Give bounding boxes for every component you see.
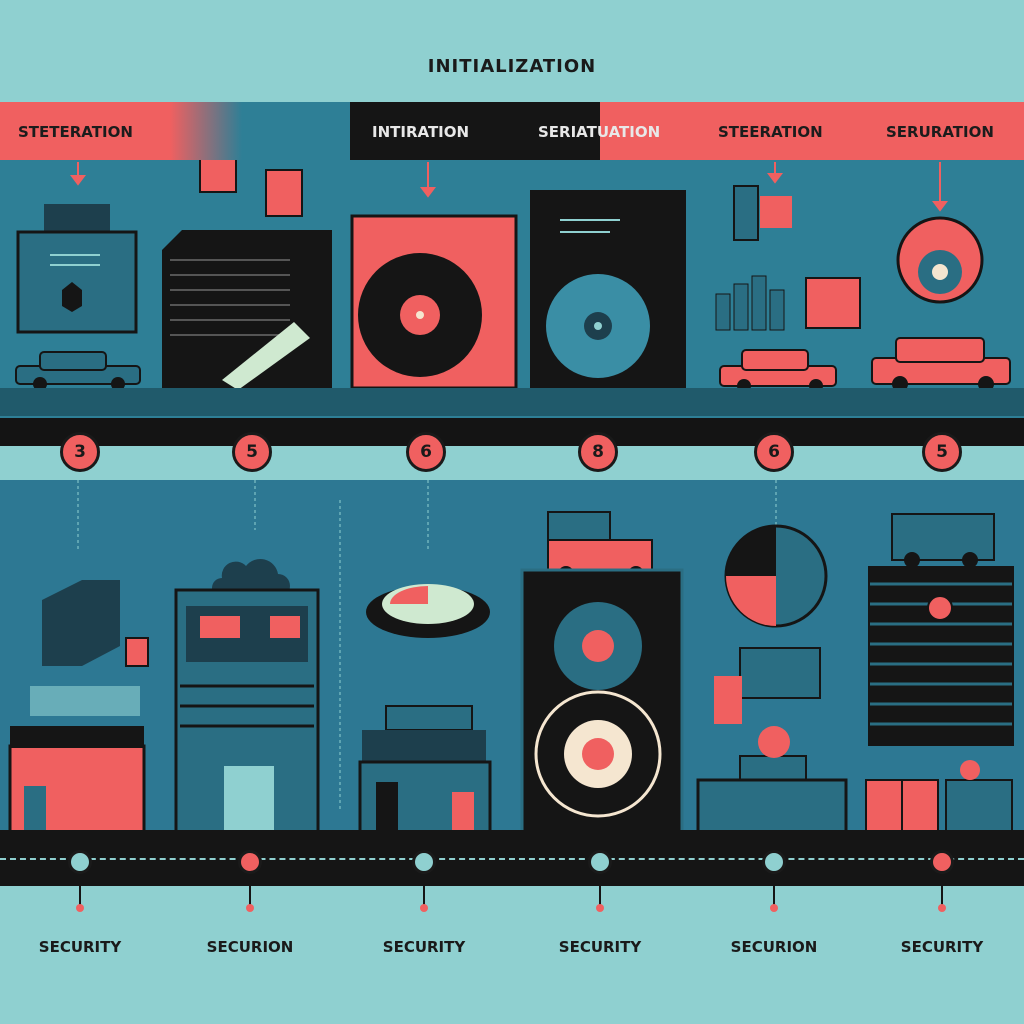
vinyl-record-icon [350, 214, 518, 390]
cylinder-stack-icon [868, 566, 1014, 746]
car-icon-2 [719, 349, 837, 390]
stage-1-header: STETERATION [18, 123, 133, 141]
stage-3-header: INTIRATION [372, 123, 470, 141]
stage-6-header: SERURATION [886, 123, 994, 141]
pin-icon-1 [68, 850, 92, 874]
bottom-band [0, 480, 1024, 830]
hard-drive-icon [162, 230, 332, 390]
pin-stems [76, 876, 946, 912]
pin-icon-5 [762, 850, 786, 874]
step-badge-2: 5 [232, 432, 272, 472]
truck-icon-3 [891, 513, 995, 568]
bottom-illustrations [8, 480, 1014, 830]
truck-icon-2 [714, 647, 821, 724]
header-segment-4 [600, 102, 1024, 160]
server-rack-icon [174, 588, 320, 830]
turntable-icon [520, 568, 684, 830]
top-band-divider [0, 88, 1024, 102]
pie-chart-icon [724, 524, 828, 628]
middle-rail [0, 418, 1024, 446]
cabinet-row-icon [865, 760, 1013, 830]
pin-icon-6 [930, 850, 954, 874]
stage-6-footer: SECURITY [900, 938, 984, 956]
jar-icons [199, 160, 303, 217]
gear-icon [896, 216, 984, 304]
stage-3-footer: SECURITY [382, 938, 466, 956]
terminal-stack-icon [358, 705, 492, 830]
cloud-icon [212, 558, 290, 598]
building-icon-1 [8, 686, 146, 830]
car-icon-3 [871, 337, 1011, 390]
server-case-icon [16, 204, 138, 334]
pin-icon-3 [412, 850, 436, 874]
chart-icon [715, 185, 861, 331]
down-arrow-icons [70, 162, 948, 212]
top-illustrations [15, 160, 1011, 390]
disc-icon [366, 584, 490, 638]
cd-cabinet-icon [530, 190, 686, 388]
top-ground [0, 388, 1024, 416]
header-segment-1 [0, 102, 170, 160]
middle-band [0, 446, 1024, 480]
stage-5-header: STEERATION [718, 123, 823, 141]
footer-band [0, 886, 1024, 1024]
storage-box-icon [42, 580, 149, 667]
stage-4-header: SERIATUATION [538, 123, 661, 141]
car-icon-1 [15, 351, 141, 390]
step-badge-5: 6 [754, 432, 794, 472]
step-badge-4: 8 [578, 432, 618, 472]
step-badge-6: 5 [922, 432, 962, 472]
stage-2-footer: SECURION [206, 938, 294, 956]
step-badge-3: 6 [406, 432, 446, 472]
header-segment-2 [170, 102, 350, 160]
stage-4-footer: SECURITY [558, 938, 642, 956]
stage-1-footer: SECURITY [38, 938, 122, 956]
diagram-title: INITIALIZATION [427, 56, 597, 77]
step-badge-1: 3 [60, 432, 100, 472]
header-segment-3 [350, 102, 600, 160]
pin-icon-2 [238, 850, 262, 874]
stage-5-footer: SECURION [730, 938, 818, 956]
pin-icon-4 [588, 850, 612, 874]
dashed-track [0, 858, 1024, 860]
machine-icon [696, 726, 848, 830]
